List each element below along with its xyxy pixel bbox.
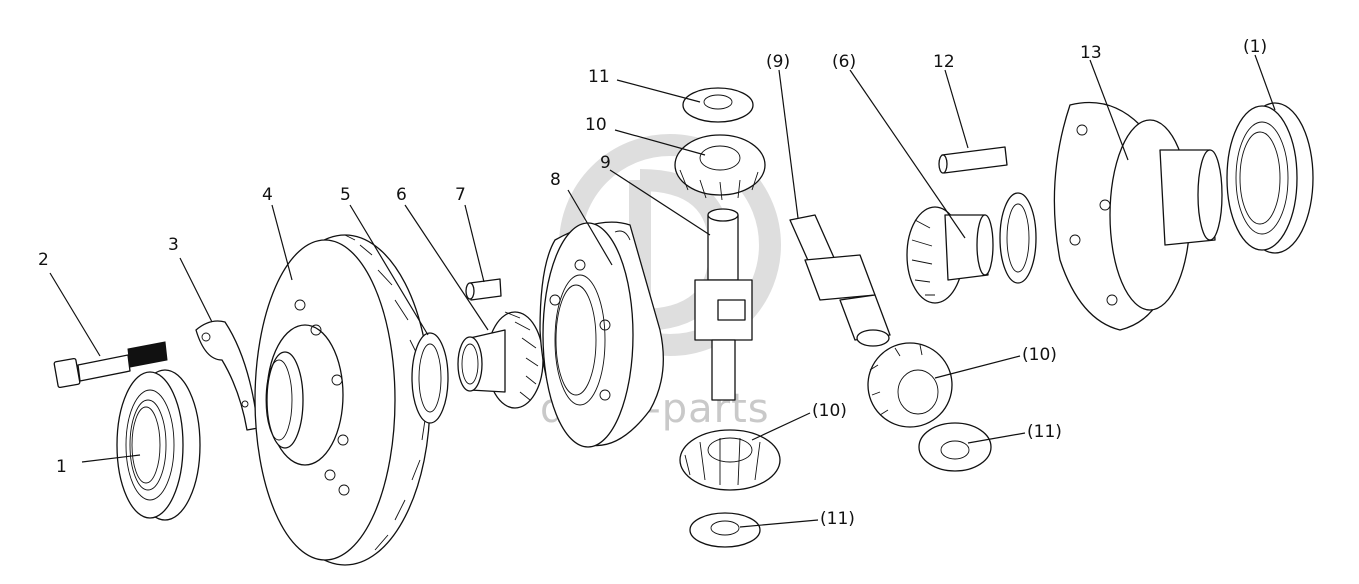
pin-12 — [938, 146, 1008, 174]
label-ref-9: (9) — [766, 52, 790, 72]
pinion-gear-top — [674, 134, 766, 201]
bearing-right — [1226, 102, 1314, 254]
side-gear-right — [906, 206, 994, 304]
label-ref-11-right: (11) — [1027, 422, 1062, 442]
label-9: 9 — [600, 153, 611, 173]
label-10: 10 — [585, 115, 607, 135]
pin-7 — [465, 278, 502, 301]
label-4: 4 — [262, 185, 273, 205]
label-8: 8 — [550, 170, 561, 190]
label-ref-1: (1) — [1243, 37, 1267, 57]
label-ref-11-bottom: (11) — [820, 509, 855, 529]
label-6: 6 — [396, 185, 407, 205]
differential-case — [539, 221, 664, 448]
label-3: 3 — [168, 235, 179, 255]
label-ref-10-right: (10) — [1022, 345, 1057, 365]
leader-lines — [49, 54, 1276, 528]
case-cover — [1053, 101, 1223, 331]
label-11: 11 — [588, 67, 610, 87]
label-1: 1 — [56, 457, 67, 477]
washer-bottom — [689, 512, 761, 548]
lock-plate — [195, 320, 259, 431]
cross-shaft-b — [789, 214, 891, 347]
thrust-washer-right — [999, 192, 1037, 284]
label-7: 7 — [455, 185, 466, 205]
label-5: 5 — [340, 185, 351, 205]
label-13: 13 — [1080, 43, 1102, 63]
bearing-left — [116, 369, 201, 521]
label-12: 12 — [933, 52, 955, 72]
bolt — [53, 341, 168, 389]
label-ref-10-bottom: (10) — [812, 401, 847, 421]
crown-gear — [254, 234, 431, 566]
thrust-washer-5 — [411, 332, 449, 424]
cross-shaft — [694, 208, 753, 401]
washer-top — [682, 87, 754, 123]
washer-right — [918, 422, 992, 472]
label-2: 2 — [38, 250, 49, 270]
side-gear-left — [457, 311, 544, 409]
part-labels: 1 2 3 4 5 6 7 8 9 10 11 12 13 (1) (6) (9… — [38, 37, 1267, 529]
pinion-gear-right — [867, 342, 953, 428]
label-ref-6: (6) — [832, 52, 856, 72]
pinion-gear-bottom — [679, 429, 781, 491]
